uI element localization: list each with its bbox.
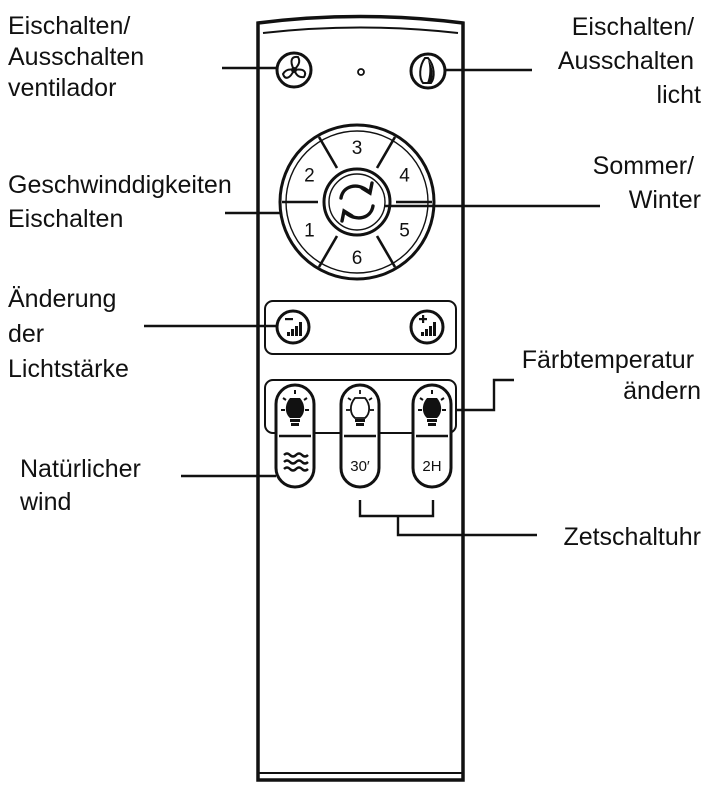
warm-bulb-icon xyxy=(281,390,309,426)
brightness-down-button[interactable] xyxy=(275,309,311,345)
timer-2h-label: 2H xyxy=(422,458,441,475)
timer-2h-pill xyxy=(411,383,453,489)
timer-2h-button[interactable]: 2H xyxy=(413,436,451,487)
label-light-power: Eischalten/ Ausschalten licht xyxy=(558,13,701,109)
label-brightness: Änderung der Lichtstärke xyxy=(8,285,129,383)
speed-button-6[interactable]: 6 xyxy=(352,248,363,269)
brightness-down-icon xyxy=(285,318,302,336)
brightness-group xyxy=(264,300,457,355)
leader-color-temp xyxy=(456,378,514,412)
neutral-light-button[interactable] xyxy=(413,385,451,436)
speed-button-2[interactable]: 2 xyxy=(304,166,315,187)
neutral-bulb-icon xyxy=(418,390,446,426)
leader-timer xyxy=(396,516,537,537)
light-power-button[interactable] xyxy=(409,52,447,90)
label-fan-power: Eischalten/ Ausschalten ventilador xyxy=(8,12,151,102)
brightness-up-button[interactable] xyxy=(409,309,445,345)
speed-number-group: 3 4 5 6 1 2 xyxy=(304,138,410,269)
label-natural-wind: Natürlicher wind xyxy=(19,455,148,516)
speed-button-3[interactable]: 3 xyxy=(352,138,363,159)
light-bulb-icon xyxy=(419,57,435,84)
annotation-labels: Eischalten/ Ausschalten ventilador Eisch… xyxy=(8,12,701,551)
reverse-arrows-icon xyxy=(339,181,375,223)
summer-winter-button[interactable] xyxy=(322,167,392,237)
speed-button-1[interactable]: 1 xyxy=(304,221,315,242)
warm-light-button[interactable] xyxy=(276,385,314,436)
fan-icon xyxy=(281,55,307,79)
timer-30-label: 30′ xyxy=(350,458,370,475)
indicator-led xyxy=(357,68,365,76)
speed-button-4[interactable]: 4 xyxy=(399,166,410,187)
cool-light-button[interactable] xyxy=(341,385,379,436)
label-timer: Zetschaltuhr xyxy=(563,523,701,551)
label-summer-winter: Sommer/ Winter xyxy=(593,152,701,214)
wind-waves-icon xyxy=(283,452,309,472)
brightness-up-icon xyxy=(419,315,436,336)
cool-bulb-icon xyxy=(346,390,374,426)
timer-30-button[interactable]: 30′ xyxy=(341,436,379,487)
natural-wind-button[interactable] xyxy=(276,436,314,487)
leader-lines xyxy=(144,66,600,537)
timer-bracket xyxy=(358,500,435,518)
label-color-temp: Färbtemperatur ändern xyxy=(522,346,701,405)
fan-power-button[interactable] xyxy=(275,51,313,89)
label-speeds: Geschwinddigkeiten Eischalten xyxy=(8,171,239,233)
speed-button-5[interactable]: 5 xyxy=(399,221,410,242)
